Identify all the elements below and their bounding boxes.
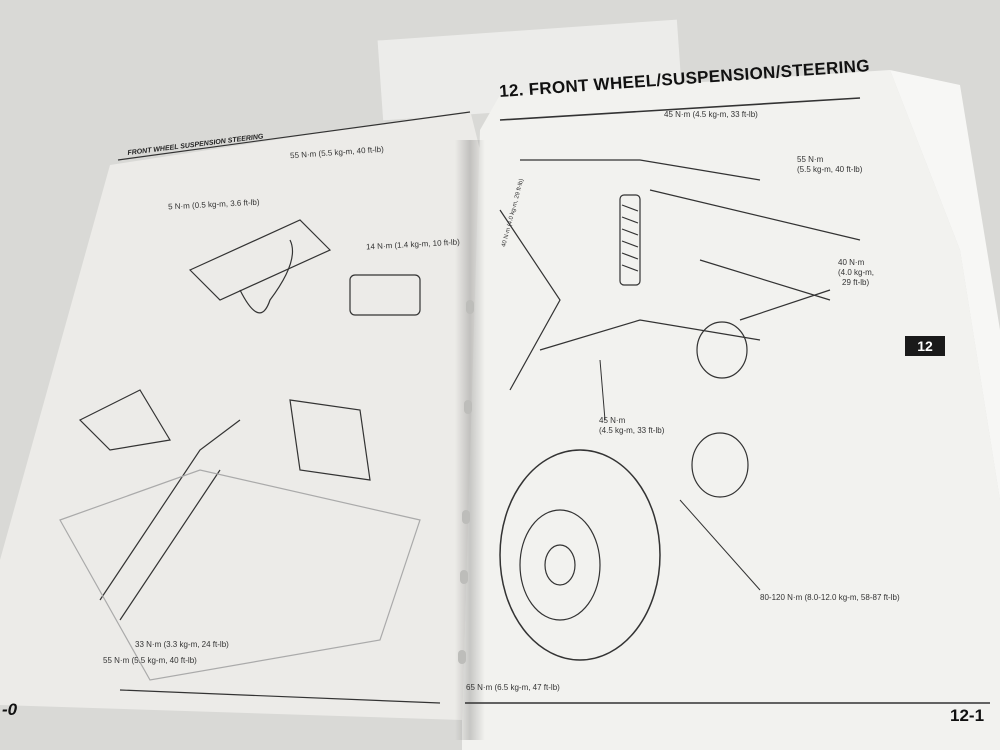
- binder-hole: [458, 650, 466, 664]
- torque-label: 45 N·m: [599, 416, 626, 425]
- handlebar-cover: [188, 219, 332, 301]
- meter-housing: [349, 274, 421, 316]
- frame-outline: [59, 469, 421, 681]
- book-gutter: [455, 140, 485, 740]
- tie-rod: [649, 189, 861, 301]
- fender-left: [78, 389, 171, 451]
- torque-label: 45 N·m (4.5 kg-m, 33 ft-lb): [664, 110, 758, 119]
- hub: [691, 432, 749, 498]
- torque-label: 80-120 N·m (8.0-12.0 kg-m, 58-87 ft-lb): [760, 593, 900, 602]
- binder-hole: [466, 300, 474, 314]
- shock-absorber: [619, 194, 641, 286]
- binder-hole: [460, 570, 468, 584]
- header-rule-right: [499, 97, 861, 121]
- torque-label: 65 N·m (6.5 kg-m, 47 ft-lb): [466, 683, 560, 692]
- wheel-rim: [519, 509, 601, 621]
- torque-label: (4.0 kg-m,: [838, 268, 875, 277]
- torque-label: (5.5 kg-m, 40 ft-lb): [797, 165, 863, 174]
- front-tire: [499, 449, 661, 661]
- right-page-number: 12-1: [950, 706, 985, 725]
- torque-label: 40 N·m: [838, 258, 865, 267]
- torque-label: 33 N·m (3.3 kg-m, 24 ft-lb): [135, 640, 229, 649]
- binder-hole: [464, 400, 472, 414]
- torque-label: 29 ft-lb): [842, 278, 870, 287]
- section-tab: 12: [905, 336, 945, 356]
- torque-label: 55 N·m: [797, 155, 824, 164]
- binder-hole: [462, 510, 470, 524]
- torque-label: (4.5 kg-m, 33 ft-lb): [599, 426, 665, 435]
- a-arm: [520, 159, 761, 351]
- footer-rule-left: [119, 689, 441, 704]
- steering-shaft: [99, 419, 241, 621]
- torque-label: 55 N·m (5.5 kg-m, 40 ft-lb): [103, 656, 197, 665]
- header-rule-left: [117, 111, 471, 161]
- brake-drum: [696, 321, 748, 379]
- bracket: [289, 399, 371, 481]
- left-page-number: -0: [2, 700, 18, 719]
